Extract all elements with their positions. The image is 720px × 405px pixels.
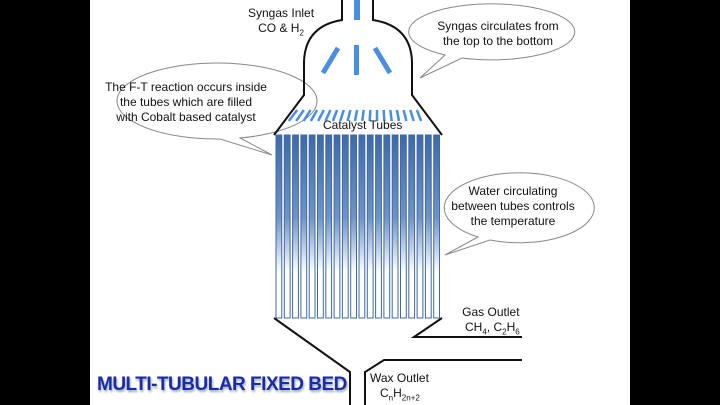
syngas-inlet-formula: CO & H2: [258, 21, 304, 38]
spray-stream: [295, 109, 305, 122]
flow-arrow: [320, 46, 341, 75]
wax-outlet-pipe: [364, 359, 522, 405]
catalyst-tube: [333, 134, 341, 319]
spray-stream: [382, 109, 386, 122]
catalyst-tube: [433, 134, 441, 319]
gas-outlet-label: Gas Outlet CH4, C2H6: [462, 305, 520, 337]
catalyst-tube: [325, 134, 333, 319]
inlet-flow-arrow: [354, 0, 360, 20]
catalyst-tubes: [275, 134, 441, 319]
catalyst-tube: [317, 134, 324, 319]
syngas-inlet-text: Syngas Inlet: [248, 6, 315, 20]
spray-stream: [309, 109, 319, 122]
catalyst-tube: [283, 134, 291, 319]
catalyst-tube: [408, 134, 416, 319]
catalyst-tube: [350, 134, 358, 319]
reactor-shell-right: [372, 0, 443, 136]
spray-stream: [287, 109, 299, 122]
flow-arrow: [372, 46, 393, 75]
catalyst-tubes-label: Catalyst Tubes: [323, 118, 403, 132]
catalyst-tube: [400, 134, 407, 319]
spray-stream: [395, 109, 401, 122]
callout-syngas-bubble: [408, 3, 576, 79]
spray-stream: [361, 109, 365, 122]
spray-stream: [389, 109, 393, 122]
catalyst-tube: [341, 134, 349, 319]
catalyst-tube: [275, 134, 283, 319]
syngas-inlet-label: Syngas Inlet CO & H2: [248, 6, 314, 40]
spray-stream: [346, 109, 352, 122]
slide-title: MULTI-TUBULAR FIXED BED: [97, 374, 347, 395]
catalyst-tube: [424, 134, 432, 319]
spray-stream: [317, 109, 325, 122]
callout-water-bubble: [443, 172, 595, 256]
spray-stream: [331, 109, 339, 122]
wax-outlet-label: Wax Outlet CnH2n+2: [370, 371, 429, 403]
distributor-spray: [287, 109, 423, 122]
catalyst-tube: [366, 134, 374, 319]
spray-stream: [415, 109, 423, 122]
spray-stream: [402, 109, 408, 122]
spray-stream: [302, 109, 312, 122]
spray-stream: [409, 109, 415, 122]
flow-arrow: [354, 45, 359, 75]
catalyst-tube: [383, 134, 391, 319]
spray-stream: [339, 109, 345, 122]
catalyst-tube: [391, 134, 399, 319]
callout-ft-reaction-bubble: [116, 62, 318, 156]
reactor-bottom-left: [273, 317, 351, 405]
catalyst-tube: [358, 134, 366, 319]
spray-stream: [353, 109, 359, 122]
catalyst-tube: [292, 134, 299, 319]
catalyst-tube: [308, 134, 316, 319]
gas-outlet-pipe: [410, 317, 522, 338]
spray-stream: [368, 109, 372, 122]
spray-stream: [324, 109, 332, 122]
catalyst-tube: [416, 134, 424, 319]
catalyst-tube: [375, 134, 382, 319]
catalyst-tube: [300, 134, 308, 319]
reactor-shell-left: [273, 0, 343, 136]
